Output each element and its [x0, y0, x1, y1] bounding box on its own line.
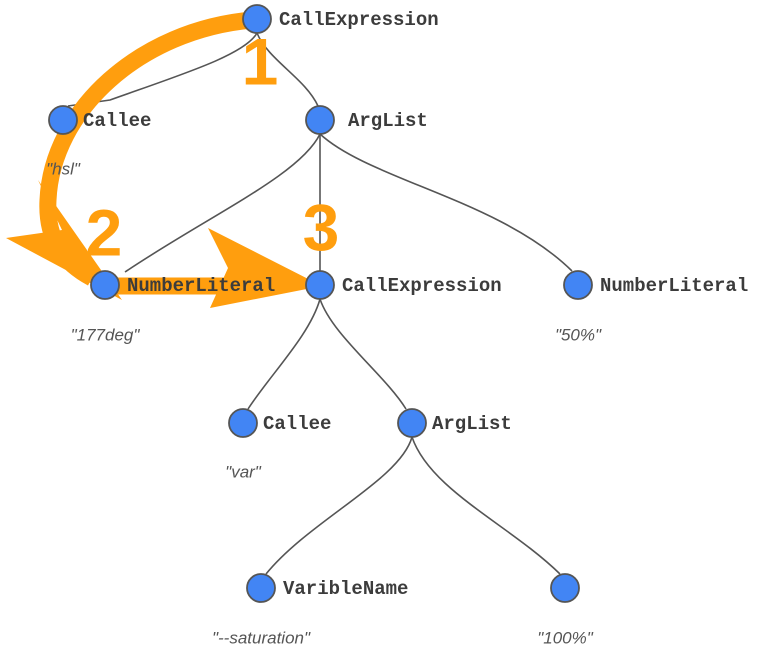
tree-node-callee[interactable]: Callee "hsl"	[46, 105, 151, 178]
tree-node-arglist[interactable]: ArgList	[305, 105, 428, 135]
tree-node-callexpression[interactable]: CallExpression	[305, 270, 502, 300]
node-value-label: "hsl"	[46, 159, 81, 178]
tree-edge	[247, 298, 321, 410]
tree-node-callexpression[interactable]: CallExpression	[242, 4, 439, 34]
tree-edge	[265, 436, 413, 575]
node-label: ArgList	[432, 413, 512, 435]
node-label: CallExpression	[279, 9, 439, 31]
node-label: CallExpression	[342, 275, 502, 297]
tree-edge	[319, 133, 573, 272]
tree-edge	[319, 298, 407, 410]
node-label: NumberLiteral	[600, 275, 748, 297]
tree-node-numberliteral[interactable]: NumberLiteral "177deg"	[71, 270, 276, 344]
tree-node-callee[interactable]: Callee "var"	[225, 408, 331, 481]
node-value-label: "var"	[225, 462, 262, 481]
node-circle-icon[interactable]	[228, 408, 258, 438]
node-label: Callee	[263, 413, 331, 435]
annotation-number-1: 1	[242, 24, 279, 98]
node-value-label: "100%"	[537, 628, 594, 647]
node-value-label: "50%"	[555, 325, 602, 344]
tree-node[interactable]: "100%"	[537, 573, 594, 647]
arrow-curved-head	[6, 180, 122, 300]
node-circle-icon[interactable]	[48, 105, 78, 135]
node-label: Callee	[83, 110, 151, 132]
tree-node-arglist[interactable]: ArgList	[397, 408, 512, 438]
node-circle-icon[interactable]	[550, 573, 580, 603]
tree-edge	[67, 32, 258, 107]
node-value-label: "--saturation"	[212, 628, 311, 647]
tree-edge	[411, 436, 561, 575]
node-circle-icon[interactable]	[90, 270, 120, 300]
node-circle-icon[interactable]	[563, 270, 593, 300]
node-value-label: "177deg"	[71, 325, 141, 344]
tree-node-variblename[interactable]: VaribleName "--saturation"	[212, 573, 408, 647]
node-circle-icon[interactable]	[305, 105, 335, 135]
tree-edge	[124, 133, 321, 273]
tree-node-numberliteral[interactable]: NumberLiteral "50%"	[555, 270, 748, 344]
annotation-number-3: 3	[303, 190, 340, 264]
annotation-number-2: 2	[86, 195, 123, 269]
node-circle-icon[interactable]	[305, 270, 335, 300]
node-circle-icon[interactable]	[246, 573, 276, 603]
node-circle-icon[interactable]	[242, 4, 272, 34]
node-circle-icon[interactable]	[397, 408, 427, 438]
node-label: NumberLiteral	[127, 275, 275, 297]
arrow-straight-head	[208, 228, 322, 308]
node-label: VaribleName	[283, 578, 408, 600]
tree-edge	[256, 32, 319, 107]
node-label: ArgList	[348, 110, 428, 132]
